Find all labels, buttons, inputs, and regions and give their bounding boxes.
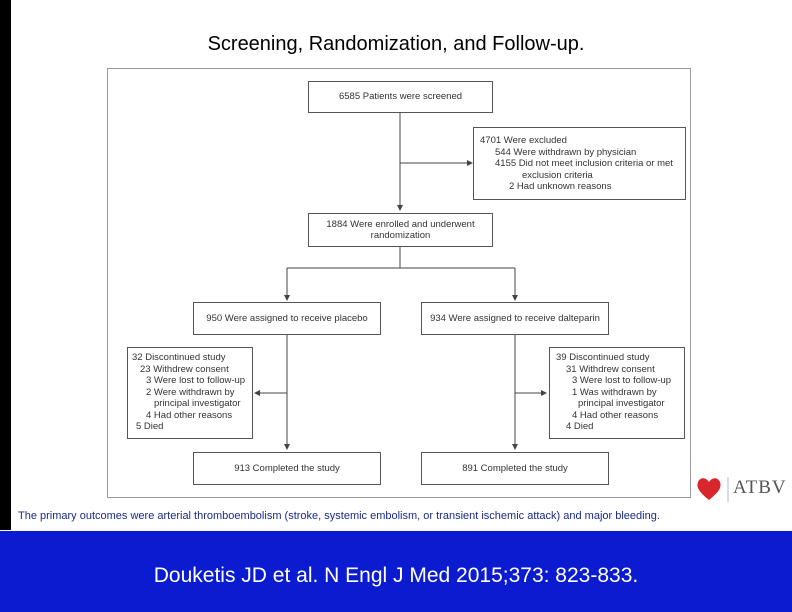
left-completed-box: 913 Completed the study	[193, 452, 381, 485]
placebo-text: 950 Were assigned to receive placebo	[206, 312, 368, 324]
screened-text: 6585 Patients were screened	[338, 91, 463, 103]
right-discontinued-line: 4 Had other reasons	[572, 409, 659, 421]
enrolled-line: randomization	[370, 230, 431, 241]
placebo-box: 950 Were assigned to receive placebo	[193, 302, 381, 335]
slide-title: Screening, Randomization, and Follow-up.	[207, 33, 585, 55]
right-completed-box: 891 Completed the study	[421, 452, 609, 485]
dalteparin-text: 934 Were assigned to receive dalteparin	[430, 312, 600, 324]
enrolled-box: 1884 Were enrolled and underwent randomi…	[308, 213, 493, 247]
footer-bar	[0, 531, 792, 612]
right-discontinued-line: 4 Died	[566, 421, 594, 432]
left-edge-bar	[0, 0, 11, 530]
left-discontinued-box: 32 Discontinued study 23 Withdrew consen…	[127, 347, 253, 439]
right-discontinued-box: 39 Discontinued study 31 Withdrew consen…	[549, 347, 685, 439]
right-discontinued-line: 1 Was withdrawn by	[572, 386, 657, 398]
enrolled-line: 1884 Were enrolled and underwent	[326, 218, 475, 230]
left-completed-text: 913 Completed the study	[234, 462, 340, 474]
excluded-line: exclusion criteria	[522, 169, 593, 181]
left-discontinued-line: 2 Were withdrawn by	[146, 386, 235, 398]
left-discontinued-line: principal investigator	[154, 398, 241, 409]
screened-box: 6585 Patients were screened	[308, 81, 493, 113]
right-completed-text: 891 Completed the study	[462, 462, 568, 474]
excluded-box: 4701 Were excluded 544 Were withdrawn by…	[473, 127, 686, 200]
excluded-line: 2 Had unknown reasons	[509, 181, 612, 192]
logo-text: ATBV	[733, 477, 787, 498]
atbv-logo	[697, 477, 729, 502]
left-discontinued-line: 5 Died	[136, 421, 164, 432]
right-discontinued-line: 31 Withdrew consent	[566, 363, 655, 375]
left-discontinued-line: 32 Discontinued study	[132, 352, 226, 363]
citation-text: Douketis JD et al. N Engl J Med 2015;373…	[153, 564, 639, 587]
dalteparin-box: 934 Were assigned to receive dalteparin	[421, 302, 609, 335]
left-discontinued-line: 23 Withdrew consent	[140, 363, 229, 375]
excluded-line: 4155 Did not meet inclusion criteria or …	[495, 158, 673, 169]
excluded-line: 544 Were withdrawn by physician	[495, 146, 637, 158]
right-discontinued-line: principal investigator	[578, 398, 665, 409]
left-discontinued-line: 3 Were lost to follow-up	[146, 375, 246, 386]
right-discontinued-line: 39 Discontinued study	[556, 352, 650, 363]
heart-icon	[697, 478, 721, 500]
right-discontinued-line: 3 Were lost to follow-up	[572, 375, 672, 386]
figure-caption: The primary outcomes were arterial throm…	[18, 510, 660, 522]
left-discontinued-line: 4 Had other reasons	[146, 409, 233, 421]
excluded-line: 4701 Were excluded	[480, 135, 567, 146]
flowchart-frame	[107, 68, 691, 498]
